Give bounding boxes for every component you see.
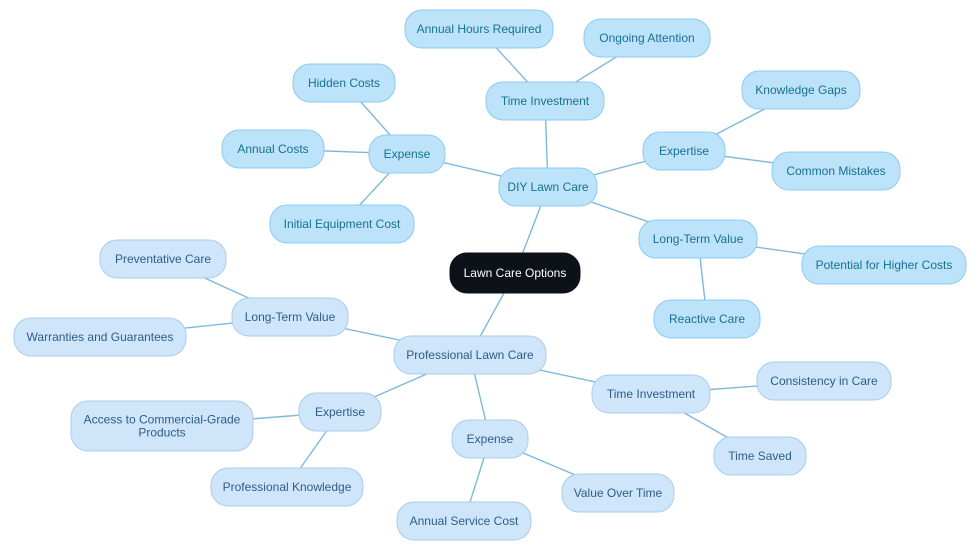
node-warranties-and-guarantees: Warranties and Guarantees [13,317,187,357]
node-initial-equipment-cost: Initial Equipment Cost [269,204,415,244]
node-pro-time-investment-label: Time Investment [607,387,696,401]
root-node-lawn-care-options: Lawn Care Options [449,252,581,294]
node-preventative-care-box [99,239,227,279]
node-professional-lawn-care-box [393,335,547,375]
node-pro-expertise: Expertise [298,392,382,432]
node-preventative-care-label: Preventative Care [115,252,211,266]
node-pro-expense: Expense [451,419,529,459]
node-pro-long-term-value: Long-Term Value [231,297,349,337]
node-knowledge-gaps: Knowledge Gaps [741,70,861,110]
node-consistency-in-care: Consistency in Care [756,361,892,401]
node-time-saved: Time Saved [713,436,807,476]
node-ongoing-attention-box [583,18,711,58]
node-diy-expertise-box [642,131,726,171]
node-common-mistakes: Common Mistakes [771,151,901,191]
node-pro-time-investment: Time Investment [591,374,711,414]
node-annual-hours-required-label: Annual Hours Required [417,22,542,36]
root-node-lawn-care-options-box [449,252,581,294]
node-pro-long-term-value-label: Long-Term Value [245,310,336,324]
node-potential-for-higher-costs-box [801,245,967,285]
node-consistency-in-care-label: Consistency in Care [770,374,878,388]
node-hidden-costs-label: Hidden Costs [308,76,380,90]
node-diy-long-term-value: Long-Term Value [638,219,758,259]
node-pro-expertise-label: Expertise [315,405,365,419]
node-professional-knowledge-box [210,467,364,507]
node-annual-costs-label: Annual Costs [237,142,308,156]
node-warranties-and-guarantees-box [13,317,187,357]
node-diy-expense-box [368,134,446,174]
node-potential-for-higher-costs-label: Potential for Higher Costs [816,258,953,272]
node-pro-long-term-value-box [231,297,349,337]
node-reactive-care: Reactive Care [653,299,761,339]
node-diy-time-investment-label: Time Investment [501,94,590,108]
node-hidden-costs: Hidden Costs [292,63,396,103]
node-value-over-time: Value Over Time [561,473,675,513]
node-diy-expense-label: Expense [384,147,431,161]
node-time-saved-box [713,436,807,476]
node-annual-costs: Annual Costs [221,129,325,169]
node-common-mistakes-label: Common Mistakes [786,164,885,178]
node-value-over-time-box [561,473,675,513]
node-ongoing-attention: Ongoing Attention [583,18,711,58]
node-diy-time-investment-box [485,81,605,121]
node-annual-service-cost-box [396,501,532,541]
node-pro-expense-box [451,419,529,459]
node-consistency-in-care-box [756,361,892,401]
node-hidden-costs-box [292,63,396,103]
node-diy-expertise-label: Expertise [659,144,709,158]
node-knowledge-gaps-label: Knowledge Gaps [755,83,846,97]
node-professional-knowledge: Professional Knowledge [210,467,364,507]
node-diy-time-investment: Time Investment [485,81,605,121]
node-knowledge-gaps-box [741,70,861,110]
node-diy-long-term-value-box [638,219,758,259]
node-value-over-time-label: Value Over Time [574,486,663,500]
node-diy-lawn-care-label: DIY Lawn Care [507,180,588,194]
node-initial-equipment-cost-box [269,204,415,244]
node-pro-time-investment-box [591,374,711,414]
node-warranties-and-guarantees-label: Warranties and Guarantees [27,330,174,344]
node-pro-expense-label: Expense [467,432,514,446]
node-annual-costs-box [221,129,325,169]
node-professional-lawn-care: Professional Lawn Care [393,335,547,375]
node-diy-lawn-care-box [498,167,598,207]
node-professional-knowledge-label: Professional Knowledge [223,480,352,494]
node-annual-hours-required-box [404,9,554,49]
node-diy-lawn-care: DIY Lawn Care [498,167,598,207]
node-diy-expense: Expense [368,134,446,174]
node-potential-for-higher-costs: Potential for Higher Costs [801,245,967,285]
node-common-mistakes-box [771,151,901,191]
node-annual-service-cost: Annual Service Cost [396,501,532,541]
node-professional-lawn-care-label: Professional Lawn Care [406,348,534,362]
node-access-to-commercial-grade-products-box [70,400,254,452]
node-reactive-care-label: Reactive Care [669,312,745,326]
node-reactive-care-box [653,299,761,339]
node-time-saved-label: Time Saved [728,449,792,463]
root-node-lawn-care-options-label: Lawn Care Options [464,266,567,280]
node-diy-expertise: Expertise [642,131,726,171]
node-annual-hours-required: Annual Hours Required [404,9,554,49]
node-diy-long-term-value-label: Long-Term Value [653,232,744,246]
node-ongoing-attention-label: Ongoing Attention [599,31,694,45]
node-annual-service-cost-label: Annual Service Cost [410,514,519,528]
node-preventative-care: Preventative Care [99,239,227,279]
node-initial-equipment-cost-label: Initial Equipment Cost [284,217,401,231]
node-pro-expertise-box [298,392,382,432]
